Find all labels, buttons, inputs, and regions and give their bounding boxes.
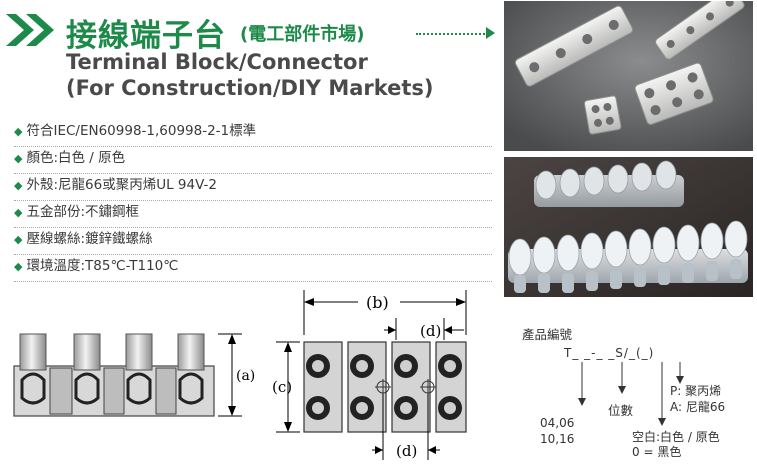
side-view-drawing-art: (a): [13, 333, 255, 417]
page-title-english-line1: Terminal Block/Connector: [66, 50, 368, 74]
side-view-drawing: (a): [10, 322, 260, 437]
sizes-line1: 04,06: [540, 416, 575, 430]
spec-item: ◆五金部份:不鏽鋼框: [14, 201, 492, 228]
arrow-right-icon: [486, 27, 495, 39]
page-title-english-line2: (For Construction/DIY Markets): [66, 76, 434, 100]
part-number-arrows: [578, 362, 684, 426]
spec-text: 五金部份:不鏽鋼框: [26, 204, 140, 220]
part-number-title: 產品編號: [522, 327, 573, 342]
sizes-line2: 10,16: [540, 432, 575, 446]
spec-text: 壓線螺絲:鍍鋅鐵螺絲: [26, 231, 153, 247]
diamond-bullet-icon: ◆: [14, 152, 23, 165]
diamond-bullet-icon: ◆: [14, 179, 23, 192]
spec-text: 顏色:白色 / 原色: [26, 150, 126, 166]
spec-text: 符合IEC/EN60998-1,60998-2-1標準: [26, 123, 257, 139]
diamond-bullet-icon: ◆: [14, 125, 23, 138]
double-chevron-icon: [6, 14, 54, 46]
part-number-legend: 產品編號 T_ _-_ _S/_(_) P: 聚丙烯 A: 尼龍66 位數 04…: [510, 320, 755, 462]
spec-list: ◆符合IEC/EN60998-1,60998-2-1標準 ◆顏色:白色 / 原色…: [14, 120, 492, 282]
product-photo-scattered: [504, 1, 753, 151]
positions-label: 位數: [608, 403, 634, 418]
diamond-bullet-icon: ◆: [14, 233, 23, 246]
spec-item: ◆環境溫度:T85℃-T110℃: [14, 255, 492, 282]
top-view-drawing-art: (b) (d) (c): [272, 290, 467, 460]
dimension-b-label: (b): [366, 293, 389, 312]
dimension-d-bottom-label: (d): [396, 442, 417, 460]
diamond-bullet-icon: ◆: [14, 206, 23, 219]
spec-text: 環境溫度:T85℃-T110℃: [26, 258, 179, 274]
spec-text: 外殼:尼龍66或聚丙烯UL 94V-2: [26, 177, 217, 193]
spec-item: ◆符合IEC/EN60998-1,60998-2-1標準: [14, 120, 492, 147]
leader-line: [416, 33, 488, 35]
dimension-d-top-label: (d): [420, 322, 441, 340]
spec-item: ◆外殼:尼龍66或聚丙烯UL 94V-2: [14, 174, 492, 201]
spec-item: ◆顏色:白色 / 原色: [14, 147, 492, 174]
color-blank-label: 空白:白色 / 原色: [632, 430, 720, 444]
product-photo-strips-art: [504, 157, 753, 297]
material-a-label: A: 尼龍66: [670, 400, 726, 414]
page-title-chinese: 接線端子台: [66, 18, 226, 54]
part-number-pattern: T_ _-_ _S/_(_): [564, 346, 655, 360]
color-zero-label: 0 = 黑色: [632, 445, 682, 459]
top-view-drawing: (b) (d) (c): [268, 290, 508, 462]
spec-item: ◆壓線螺絲:鍍鋅鐵螺絲: [14, 228, 492, 255]
material-p-label: P: 聚丙烯: [670, 384, 722, 398]
dimension-a-label: (a): [236, 368, 255, 384]
product-photo-strips: [504, 157, 753, 297]
product-photo-scattered-art: [504, 1, 753, 151]
dimension-c-label: (c): [272, 378, 292, 396]
diamond-bullet-icon: ◆: [14, 260, 23, 273]
page-title-chinese-sub: (電工部件市場): [240, 24, 365, 45]
